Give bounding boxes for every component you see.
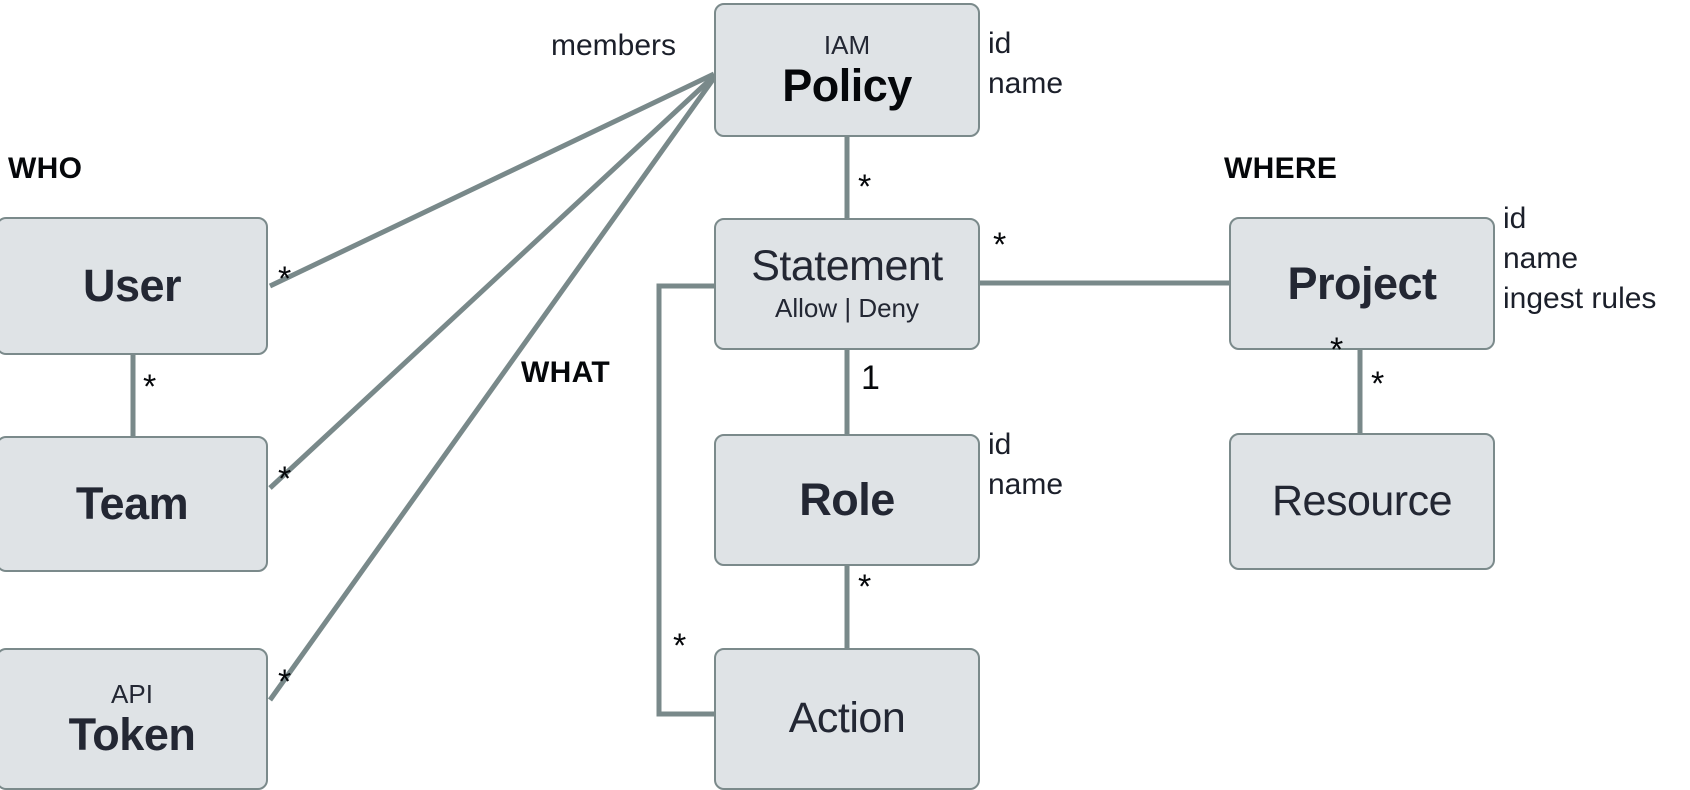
entity-resource[interactable]: Resource xyxy=(1229,433,1495,570)
entity-team[interactable]: Team xyxy=(0,436,268,572)
entity-user[interactable]: User xyxy=(0,217,268,355)
multiplicity-user-policy: * xyxy=(278,260,292,298)
entity-user-title: User xyxy=(82,260,182,312)
entity-policy-attributes: id name xyxy=(988,24,1063,104)
attr-role-id: id xyxy=(988,428,1012,461)
entity-project-attributes: id name ingest rules xyxy=(1503,199,1656,319)
attr-project-id: id xyxy=(1503,202,1527,235)
group-label-where: WHERE xyxy=(1224,152,1338,185)
multiplicity-statement-action: * xyxy=(673,627,687,665)
entity-statement-title: Statement xyxy=(751,242,943,291)
entity-token-title: Token xyxy=(68,708,196,760)
attr-project-name: name xyxy=(1503,241,1579,275)
edge-statement-action xyxy=(656,283,714,717)
edge-label-members: members xyxy=(551,29,677,62)
edge-team-policy xyxy=(268,74,716,490)
edge-user-policy xyxy=(268,71,716,289)
multiplicity-policy-statement: * xyxy=(858,168,872,206)
multiplicity-statement-role: 1 xyxy=(861,359,880,397)
entity-team-title: Team xyxy=(75,478,189,530)
entity-resource-title: Resource xyxy=(1271,476,1453,525)
entity-token-subtitle: API xyxy=(111,679,153,710)
multiplicity-token-policy: * xyxy=(278,663,292,701)
attr-project-ingest-rules: ingest rules xyxy=(1503,281,1657,315)
entity-project[interactable]: Project xyxy=(1229,217,1495,350)
attr-policy-name: name xyxy=(988,66,1064,100)
entity-action[interactable]: Action xyxy=(714,648,980,790)
entity-role-title: Role xyxy=(799,474,895,526)
multiplicity-project-resource-top: * xyxy=(1330,331,1344,369)
multiplicity-team-policy: * xyxy=(278,460,292,498)
edge-token-policy xyxy=(267,76,717,702)
entity-project-title: Project xyxy=(1287,257,1437,309)
group-label-what: WHAT xyxy=(521,356,610,389)
multiplicity-role-action: * xyxy=(858,568,872,606)
entity-role[interactable]: Role xyxy=(714,434,980,566)
entity-policy-title: Policy xyxy=(782,59,912,111)
entity-action-title: Action xyxy=(788,694,906,743)
entity-token[interactable]: API Token xyxy=(0,648,268,790)
multiplicity-statement-project: * xyxy=(993,226,1007,264)
entity-policy-subtitle: IAM xyxy=(823,30,871,61)
entity-role-attributes: id name xyxy=(988,425,1063,505)
attr-policy-id: id xyxy=(988,27,1012,60)
group-label-who: WHO xyxy=(8,152,83,185)
multiplicity-project-resource-bottom: * xyxy=(1371,365,1385,403)
entity-statement[interactable]: Statement Allow | Deny xyxy=(714,218,980,350)
attr-role-name: name xyxy=(988,467,1064,501)
multiplicity-user-team: * xyxy=(143,368,157,406)
entity-policy[interactable]: IAM Policy xyxy=(714,3,980,137)
entity-statement-note: Allow | Deny xyxy=(774,292,920,323)
